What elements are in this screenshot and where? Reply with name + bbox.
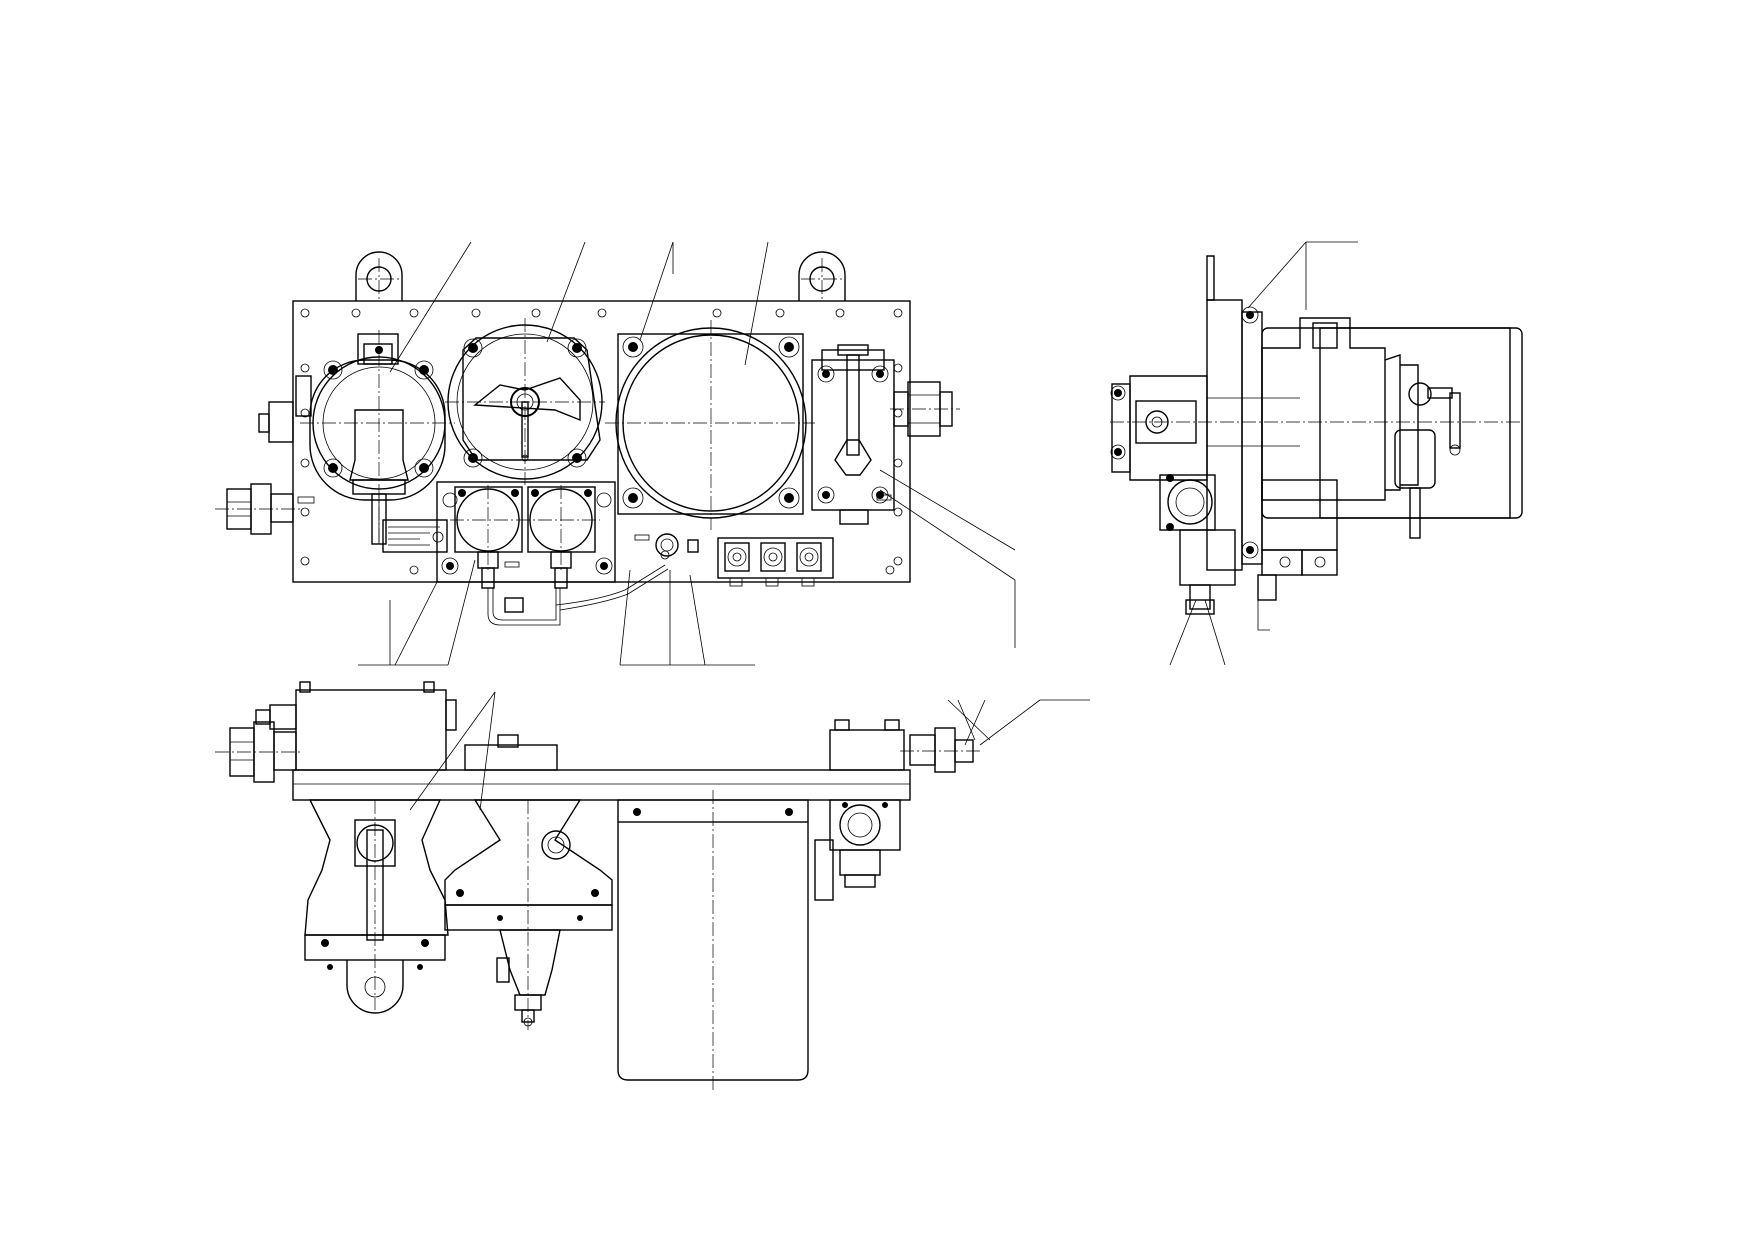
pressure-regulator (295, 330, 455, 545)
bottom-view (215, 681, 1090, 1090)
front-leader-lines (358, 241, 1016, 666)
right-valve-block (811, 344, 960, 525)
lifting-eye-right (798, 251, 846, 301)
solenoid-panel (436, 481, 669, 626)
front-view (215, 241, 1016, 666)
gauge-fitting (634, 533, 699, 557)
nameplate (382, 519, 448, 553)
lifting-eye-left (355, 251, 403, 301)
filter-cover (605, 320, 815, 530)
side-view (1110, 241, 1523, 666)
manifold-block (717, 537, 834, 587)
left-inlet-fitting (215, 401, 315, 535)
valve-with-lever (445, 318, 605, 485)
